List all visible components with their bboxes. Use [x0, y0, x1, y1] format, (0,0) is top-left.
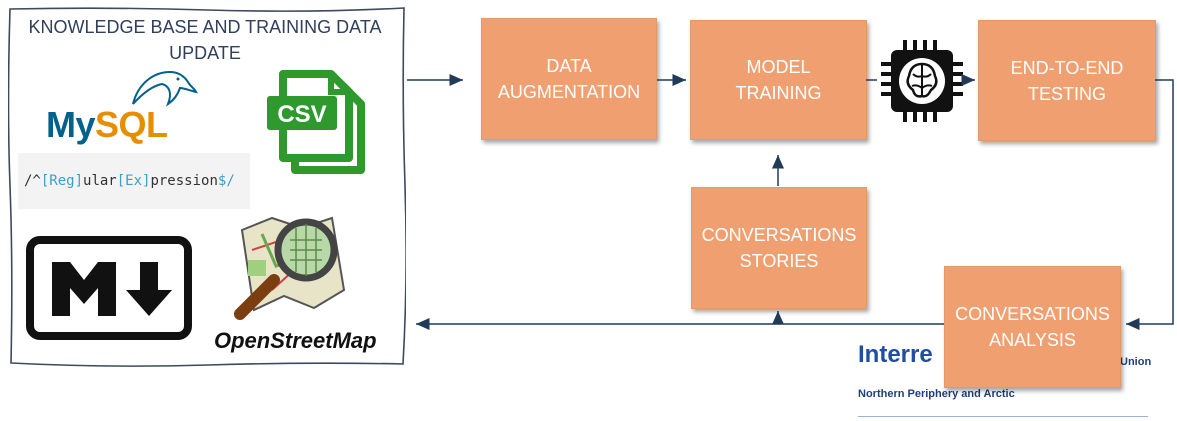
program-name: Northern Periphery and Arctic — [858, 388, 1015, 400]
conversations-stories-box: CONVERSATIONS STORIES — [691, 187, 867, 309]
data-augmentation-box: DATA AUGMENTATION — [481, 18, 657, 140]
ai-chip-icon — [881, 40, 963, 122]
knowledge-base-title: KNOWLEDGE BASE AND TRAINING DATA UPDATE — [28, 17, 382, 63]
regex-logo: /^[Reg]ular[Ex]pression$/ — [18, 153, 250, 209]
osm-magnifier-icon — [234, 216, 346, 320]
arrow-testing-to-analysis — [1126, 79, 1174, 330]
mysql-logo: MySQL — [46, 104, 168, 145]
csv-file-icon: CSV — [267, 70, 365, 174]
interreg-logo: Interre — [858, 341, 933, 368]
osm-logo-text: OpenStreetMap — [214, 328, 377, 353]
dolphin-icon — [132, 70, 198, 107]
conversations-analysis-box: CONVERSATIONS ANALYSIS — [944, 266, 1121, 388]
model-training-box: MODEL TRAINING — [690, 20, 867, 140]
end-to-end-testing-box: END-TO-END TESTING — [978, 20, 1156, 141]
svg-text:CSV: CSV — [277, 101, 326, 128]
footer-divider — [858, 416, 1148, 417]
markdown-icon — [26, 236, 192, 340]
interreg-union-label: Union — [1120, 356, 1152, 368]
